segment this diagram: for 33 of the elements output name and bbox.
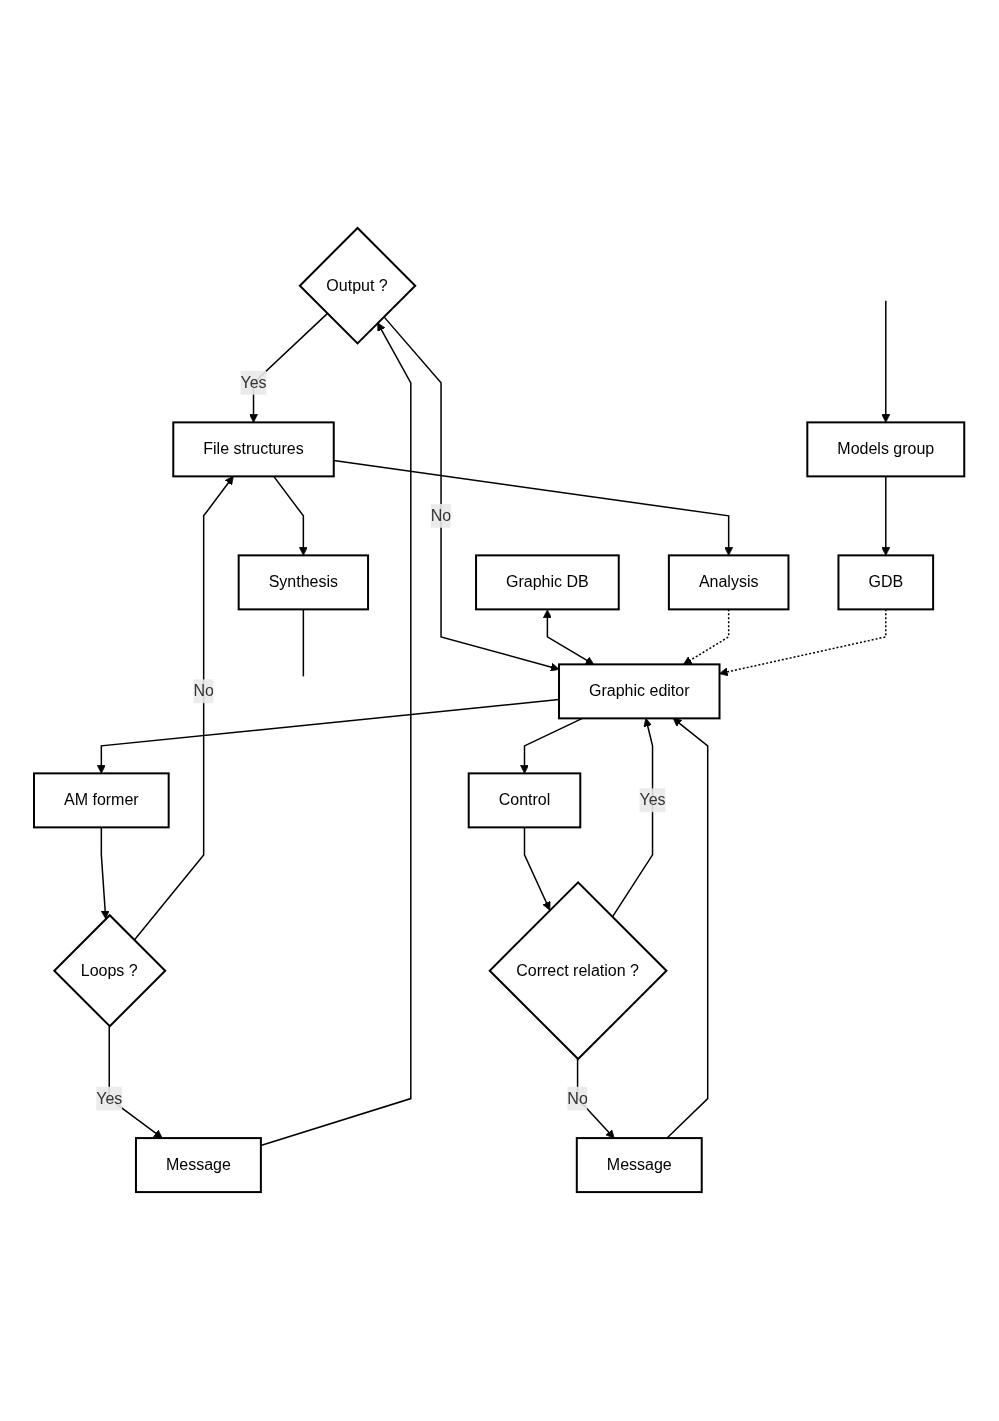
edge-label: Yes	[240, 374, 267, 392]
arrow	[100, 827, 110, 920]
node-diamond: Correct relation ?	[488, 881, 669, 1061]
arrow	[520, 718, 584, 775]
connector	[302, 609, 305, 678]
arrow	[133, 476, 235, 942]
edge-label: Yes	[96, 1090, 123, 1108]
arrow	[383, 316, 560, 672]
arrow	[524, 827, 551, 911]
node-box: File structures	[172, 421, 336, 478]
node-box: GDB	[837, 554, 935, 611]
node-box: Analysis	[668, 554, 790, 611]
edge-label: No	[431, 507, 452, 525]
arrow	[881, 476, 891, 557]
node-box: Synthesis	[238, 554, 370, 611]
arrow	[719, 609, 887, 677]
edge-label: Yes	[639, 791, 666, 809]
edge-label: No	[193, 682, 215, 700]
node-box: Message	[576, 1137, 704, 1194]
node-box: Graphic editor	[558, 663, 721, 720]
arrow	[666, 718, 709, 1140]
edge-label: No	[567, 1090, 589, 1108]
arrow	[881, 300, 891, 424]
node-diamond: Loops ?	[53, 914, 167, 1029]
node-box: Models group	[806, 421, 966, 478]
node-box: Graphic DB	[475, 554, 621, 611]
node-box: AM former	[33, 772, 171, 829]
node-box: Control	[468, 772, 582, 829]
node-diamond: Output ?	[298, 227, 417, 346]
arrow	[543, 609, 595, 666]
arrow	[683, 609, 730, 666]
arrow	[273, 476, 309, 557]
node-box: Message	[135, 1137, 263, 1194]
